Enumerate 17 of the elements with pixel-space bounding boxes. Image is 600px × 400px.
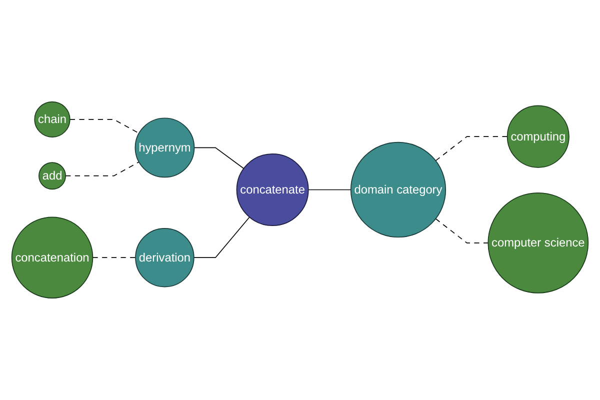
connector (194, 147, 244, 169)
node-circle: derivation (135, 228, 194, 288)
connector (435, 218, 489, 244)
connector (193, 216, 250, 258)
connector (308, 189, 352, 190)
node-circle: concatenation (11, 216, 94, 299)
connector (65, 162, 140, 176)
node-circle: domain category (350, 142, 446, 238)
node-circle: computing (506, 105, 570, 168)
node-circle: concatenate (236, 154, 309, 226)
node-circle: add (38, 162, 66, 190)
connector (92, 257, 136, 258)
node-circle: hypernym (134, 118, 195, 178)
connector (69, 119, 140, 134)
node-circle: chain (34, 101, 70, 138)
connector (435, 136, 508, 162)
node-circle: computer science (488, 192, 589, 294)
